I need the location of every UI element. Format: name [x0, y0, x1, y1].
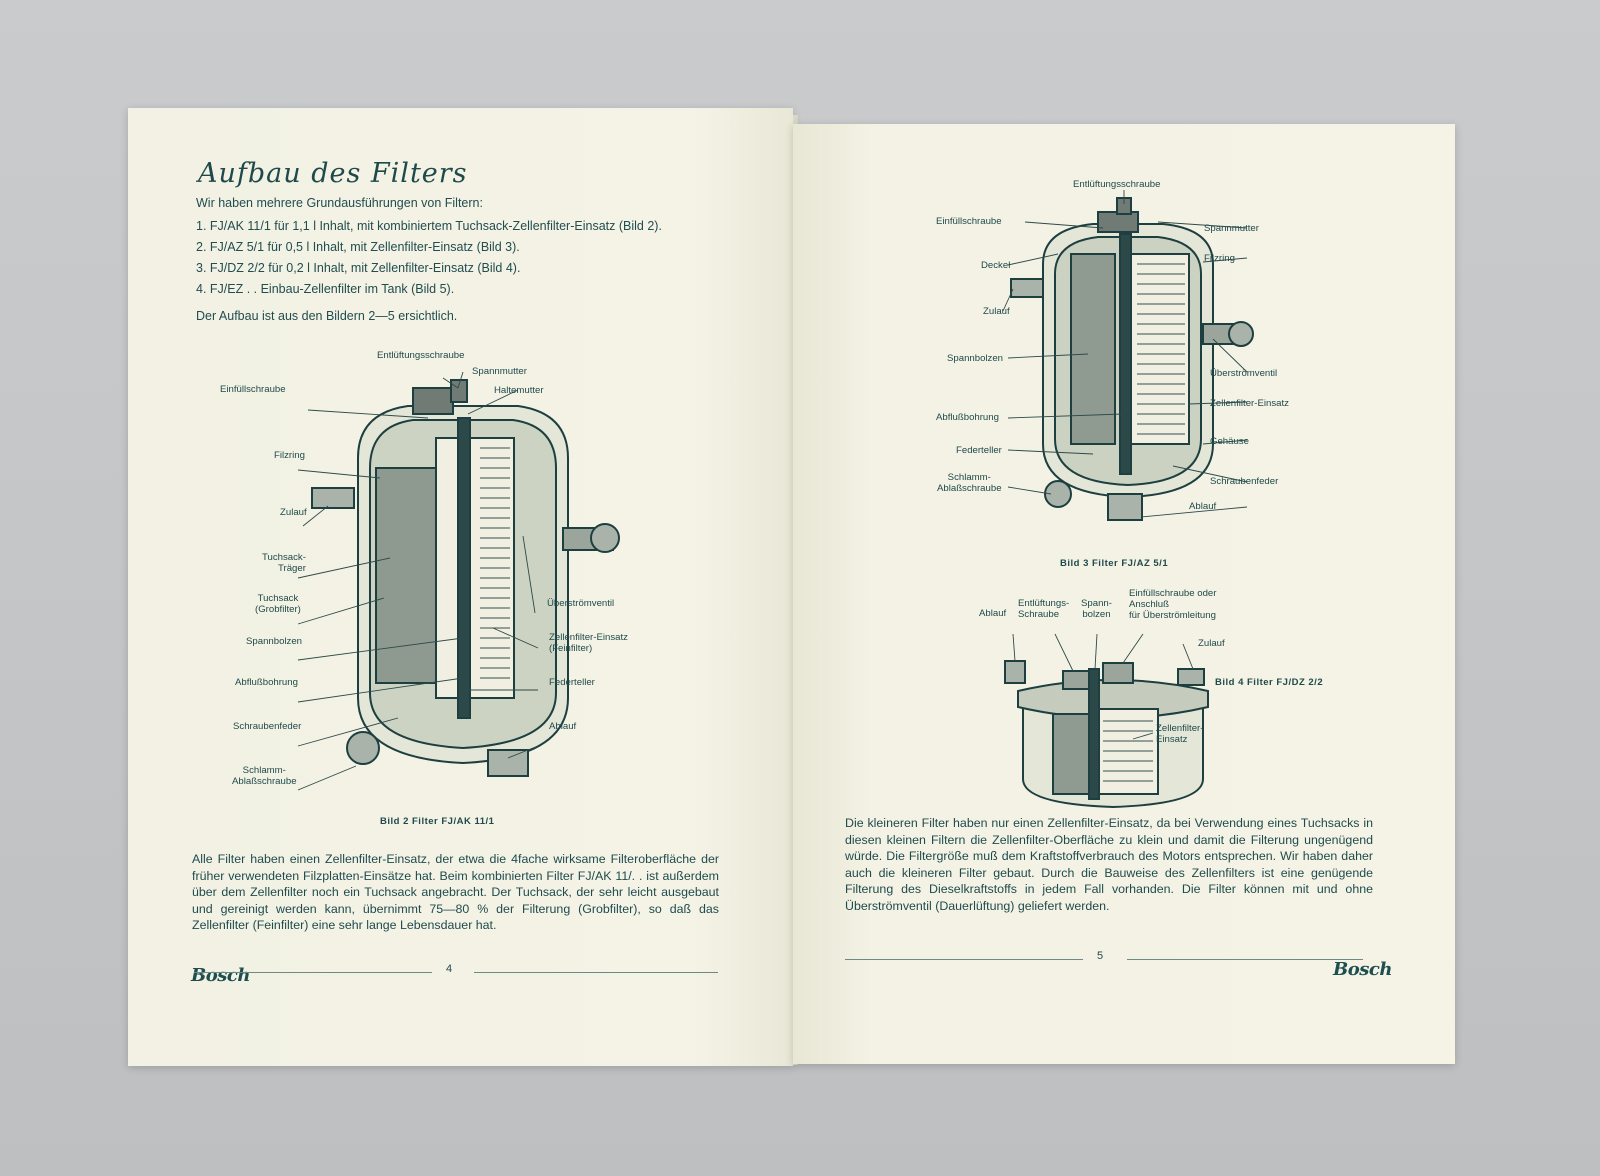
- fig3-label-deckel: Deckel: [981, 260, 1011, 271]
- fig2-label-spannbolzen: Spannbolzen: [246, 636, 303, 647]
- page-heading: Aufbau des Filters: [198, 158, 468, 189]
- list-item-3: 3. FJ/DZ 2/2 für 0,2 l Inhalt, mit Zelle…: [196, 261, 521, 275]
- fig3-label-filzring: Filzring: [1204, 253, 1235, 264]
- fig4-label-einfuellschraube: Einfüllschraube oder Anschluß für Überst…: [1129, 588, 1217, 621]
- show-through-ghost: [833, 149, 839, 175]
- fig2-label-entlueftungsschraube: Entlüftungsschraube: [377, 350, 465, 361]
- fig2-label-abflussbohrung: Abflußbohrung: [235, 677, 298, 688]
- fig2-label-zellenfilter: Zellenfilter-Einsatz (Feinfilter): [549, 632, 628, 654]
- fig3-label-zulauf: Zulauf: [983, 306, 1010, 317]
- fig2-label-schraubenfeder: Schraubenfeder: [233, 721, 302, 732]
- page-number-left: 4: [446, 963, 453, 975]
- fig3-label-spannbolzen: Spannbolzen: [947, 353, 1004, 364]
- footer-rule-left-a: [194, 972, 432, 973]
- fig4-label-zellenfilter: Zellenfilter- Einsatz: [1156, 723, 1204, 745]
- bosch-logo-right: Bosch: [1333, 959, 1392, 980]
- fig2-label-spannmutter: Spannmutter: [472, 366, 527, 377]
- fig4-label-spannbolzen: Spann- bolzen: [1081, 598, 1112, 620]
- fig3-label-federteller: Federteller: [956, 445, 1002, 456]
- fig4-label-zulauf: Zulauf: [1198, 638, 1225, 649]
- bosch-logo-left: Bosch: [191, 965, 250, 986]
- list-item-1: 1. FJ/AK 11/1 für 1,1 l Inhalt, mit komb…: [196, 219, 662, 233]
- footer-rule-right-a: [845, 959, 1083, 960]
- filter-fjak-diagram: [297, 371, 620, 791]
- fig2-label-ablauf: Ablauf: [549, 721, 577, 732]
- footer-rule-right-b: [1127, 959, 1363, 960]
- fig3-label-ueberstroemventil: Überströmventil: [1210, 368, 1278, 379]
- fig2-label-zulauf: Zulauf: [280, 507, 307, 518]
- fig3-label-entlueftungsschraube: Entlüftungsschraube: [1073, 179, 1161, 190]
- fig3-label-zellenfilter: Zellenfilter-Einsatz: [1210, 398, 1289, 409]
- fig3-label-ablauf: Ablauf: [1189, 501, 1217, 512]
- fig2-label-federteller: Federteller: [549, 677, 595, 688]
- fig3-label-schraubenfeder: Schraubenfeder: [1210, 476, 1279, 487]
- right-page: Entlüftungsschraube Einfüllschraube Deck…: [793, 124, 1455, 1064]
- fig3-label-schlamm: Schlamm- Ablaßschraube: [937, 472, 1002, 494]
- fig3-label-abflussbohrung: Abflußbohrung: [936, 412, 999, 423]
- fig4-label-ablauf: Ablauf: [979, 608, 1007, 619]
- fig3-label-einfuellschraube: Einfüllschraube: [936, 216, 1002, 227]
- intro-text: Wir haben mehrere Grundausführungen von …: [196, 196, 483, 210]
- fig2-label-haltemutter: Haltemutter: [494, 385, 544, 396]
- fig4-label-entlueftungsschraube: Entlüftungs- Schraube: [1018, 598, 1070, 620]
- fig2-label-ueberstroemventil: Überströmventil: [547, 598, 615, 609]
- fig2-label-einfuellschraube: Einfüllschraube: [220, 384, 286, 395]
- left-body-paragraph: Alle Filter haben einen Zellenfilter-Ein…: [192, 852, 719, 933]
- fig3-caption: Bild 3 Filter FJ/AZ 5/1: [1060, 558, 1169, 569]
- right-body-paragraph: Die kleineren Filter haben nur einen Zel…: [845, 816, 1373, 913]
- fig3-label-spannmutter: Spannmutter: [1204, 223, 1259, 234]
- list-item-2: 2. FJ/AZ 5/1 für 0,5 l Inhalt, mit Zelle…: [196, 240, 520, 254]
- fig2-caption: Bild 2 Filter FJ/AK 11/1: [380, 816, 495, 827]
- fig3-label-gehaeuse: Gehäuse: [1210, 436, 1249, 447]
- page-number-right: 5: [1097, 950, 1104, 962]
- list-item-4: 4. FJ/EZ . . Einbau-Zellenfilter im Tank…: [196, 282, 455, 296]
- fig2-label-schlamm: Schlamm- Ablaßschraube: [232, 765, 297, 787]
- fig2-label-tuchsack: Tuchsack (Grobfilter): [255, 593, 301, 615]
- fig2-label-filzring: Filzring: [274, 450, 305, 461]
- figures-note: Der Aufbau ist aus den Bildern 2—5 ersic…: [196, 309, 458, 323]
- left-page: Aufbau des Filters Wir haben mehrere Gru…: [128, 108, 793, 1066]
- filter-fjdz-diagram: [1004, 633, 1209, 809]
- footer-rule-left-b: [474, 972, 718, 973]
- fig2-label-tuchsack-traeger: Tuchsack- Träger: [262, 552, 306, 574]
- filter-fjaz-diagram: [1002, 190, 1254, 521]
- fig4-caption: Bild 4 Filter FJ/DZ 2/2: [1215, 677, 1324, 688]
